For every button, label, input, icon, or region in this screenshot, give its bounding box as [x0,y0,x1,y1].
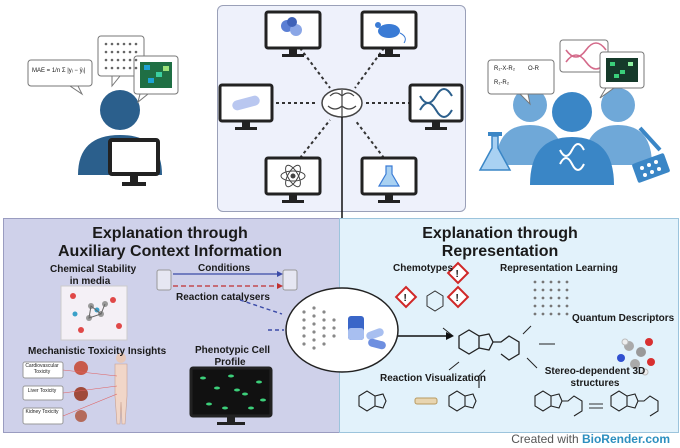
representation-grid-icon [533,280,569,316]
representation-learning-label: Representation Learning [500,263,618,274]
toxicity-label-liver: Liver Toxicity [27,388,57,394]
input-arrows [239,299,284,331]
monitor-atom-icon [264,156,322,203]
toxicity-label-kidney: Kidney Toxicity [25,409,59,415]
representation-title-line-2: Representation [441,243,559,260]
dot-matrix-icon [104,42,138,70]
monitor-mouse-icon [360,10,418,57]
toxicity-figure [22,353,128,425]
pipette-plate-icon [632,126,670,183]
chemotype-molecule [426,290,444,312]
biorender-credit: Created with BioRender.com [511,432,670,446]
svg-text:!: ! [404,293,407,304]
formula-line-2: R₁-R₂ [494,80,510,86]
chemical-stability-label: Chemical Stability [50,264,137,275]
phenotypic-monitor [189,366,273,425]
auxiliary-graphics [22,269,298,425]
monitor-flask-icon [360,156,418,203]
central-molecule [458,329,520,361]
toxicity-label-cardio: Cardiovascular Toxicity [25,363,59,375]
reaction-visualization-label: Reaction Visualization [380,373,486,384]
neural-network-icon [302,306,336,350]
molecule-media-icon [60,285,128,341]
conditions-label: Conditions [198,263,251,274]
erlenmeyer-flask-icon [478,132,512,171]
auxiliary-title-line-1: Explanation through [92,225,248,242]
reaction-catalysers-label: Reaction catalysers [176,292,270,303]
auxiliary-title-line-2: Auxiliary Context Information [57,243,283,260]
product-box-right [282,269,298,291]
chemotypes-label: Chemotypes [393,263,454,274]
chemical-stability-sublabel: in media [69,276,111,287]
credit-prefix: Created with [511,432,582,446]
right-people-icon [496,88,652,185]
capsule-pills-icon [348,316,386,350]
monitor-pill-icon [218,83,274,130]
mae-formula: MAE = 1/n Σ |yᵢ − ŷᵢ| [32,68,86,74]
quantum-descriptors-label: Quantum Descriptors [572,313,675,324]
brain-icon [321,88,363,118]
reaction-molecules [358,369,486,412]
warning-sign-icon: ! ! ! [394,261,470,309]
svg-text:!: ! [456,293,459,304]
left-speech-bubbles [27,35,179,104]
bidirectional-arrows [442,325,555,371]
formula-side: O-R [528,66,539,72]
monitor-dna-icon [408,83,464,130]
equilibrium-arrows [589,403,603,409]
right-speech-bubbles [487,39,645,106]
svg-text:!: ! [456,269,459,280]
stereo-sublabel: structures [570,378,620,389]
stereo-label: Stereo-dependent 3D [544,366,646,377]
phenotypic-sublabel: Profile [214,357,246,368]
reaction-reagent [414,397,438,405]
credit-brand: BioRender.com [581,432,670,446]
left-monitor-icon [108,138,160,186]
quantum-molecule-icon [617,338,655,376]
monitor-protein-icon [264,10,322,57]
mechanistic-toxicity-label: Mechanistic Toxicity Insights [28,346,167,357]
representation-graphics: ! ! ! [358,261,659,417]
formula-line-1: R₁-X-R₂ [494,66,516,72]
reactant-box-left [156,269,172,291]
representation-title-line-1: Explanation through [422,225,578,242]
stereo-molecules [534,390,659,417]
phenotypic-label: Phenotypic Cell [195,345,271,356]
